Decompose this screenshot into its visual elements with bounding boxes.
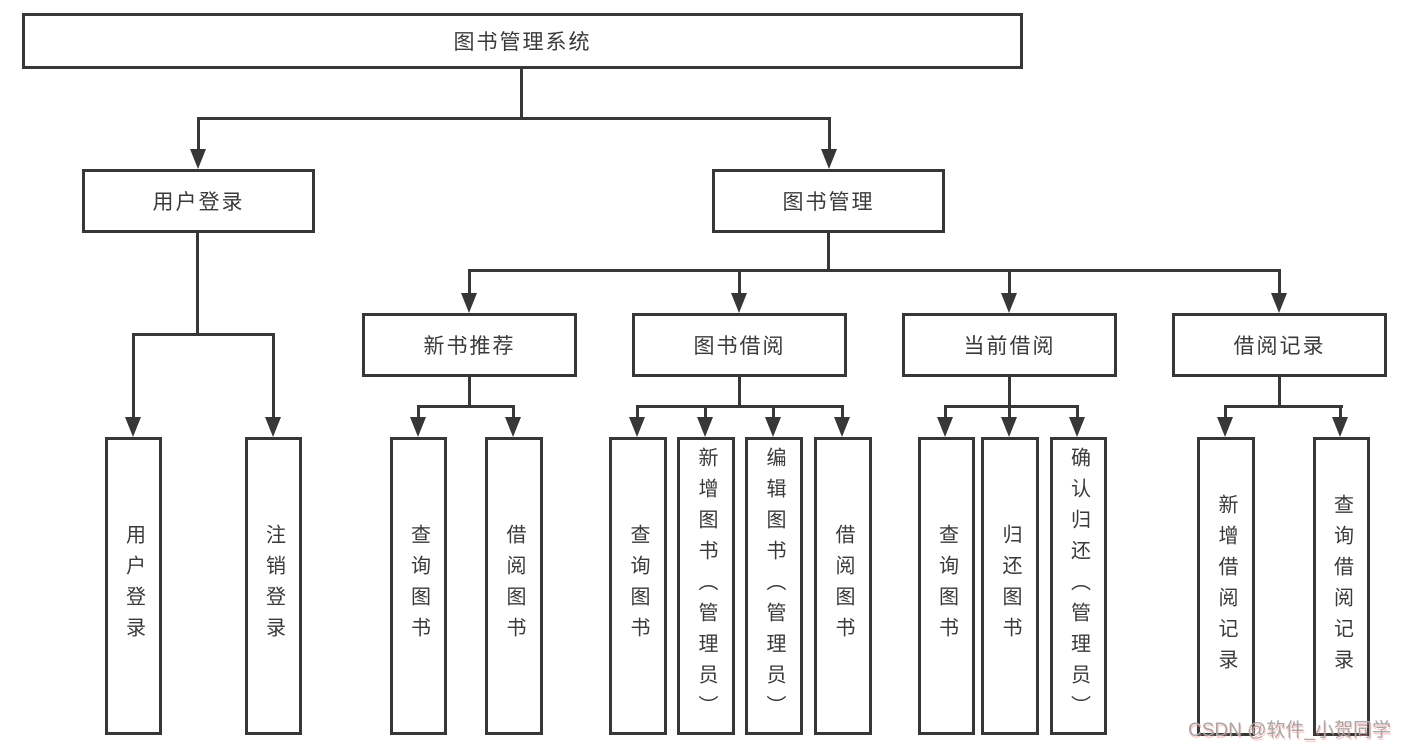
node-label: 用户登录 <box>152 191 245 214</box>
node-leaf-cb-confirm-return-admin: 确认归还（管理员） <box>1050 437 1107 735</box>
connector-newbook-trunk <box>468 377 471 407</box>
connector-mgmt-trunk <box>827 233 830 271</box>
connector-br-trunk <box>1278 377 1281 407</box>
arrow-to-current-borrowing <box>1001 269 1017 313</box>
node-leaf-bb-query-books: 查询图书 <box>609 437 667 735</box>
node-leaf-br-add-record: 新增借阅记录 <box>1197 437 1255 736</box>
arrow-to-cb-query <box>937 405 953 437</box>
node-library-system-root: 图书管理系统 <box>22 13 1023 69</box>
arrow-to-nb-borrow <box>505 405 521 437</box>
arrow-to-borrowing-records <box>1271 269 1287 313</box>
node-label: 借阅图书 <box>832 524 854 648</box>
node-leaf-bb-borrow-books: 借阅图书 <box>814 437 872 735</box>
connector-login-hbar <box>132 333 275 336</box>
connector-cb-hbar <box>945 405 1079 408</box>
node-label: 查询图书 <box>407 524 430 648</box>
node-leaf-user-login: 用户登录 <box>105 437 162 735</box>
node-label: 新书推荐 <box>423 335 516 358</box>
connector-cb-trunk <box>1008 377 1011 407</box>
csdn-watermark: CSDN @软件_小贺同学 <box>1188 720 1391 741</box>
arrow-to-logout-leaf <box>265 333 281 437</box>
node-label: 当前借阅 <box>963 335 1056 358</box>
connector-login-trunk <box>196 233 199 335</box>
node-label: 查询图书 <box>627 524 649 648</box>
arrow-to-bb-edit <box>765 405 781 437</box>
arrow-to-book-borrowing <box>731 269 747 313</box>
node-label: 新增图书（管理员） <box>695 446 717 726</box>
node-label: 图书管理 <box>782 191 875 214</box>
arrow-to-login-leaf <box>125 333 141 437</box>
node-label: 新增借阅记录 <box>1215 493 1237 680</box>
node-label: 图书借阅 <box>693 335 786 358</box>
connector-mgmt-hbar <box>468 269 1281 272</box>
arrow-to-br-add <box>1217 405 1233 437</box>
connector-bb-trunk <box>738 377 741 407</box>
connector-newbook-hbar <box>417 405 515 408</box>
node-leaf-nb-borrow-books: 借阅图书 <box>485 437 543 735</box>
arrow-to-bb-query <box>629 405 645 437</box>
connector-root-hbar <box>197 117 831 120</box>
node-leaf-cb-return-books: 归还图书 <box>981 437 1039 735</box>
node-label: 用户登录 <box>122 524 145 648</box>
connector-root-trunk <box>520 68 523 119</box>
node-leaf-bb-add-books-admin: 新增图书（管理员） <box>677 437 735 735</box>
node-leaf-nb-query-books: 查询图书 <box>390 437 447 735</box>
node-user-login-branch: 用户登录 <box>82 169 315 233</box>
arrow-to-user-login <box>190 117 206 169</box>
connector-bb-hbar <box>637 405 844 408</box>
node-current-borrowing: 当前借阅 <box>902 313 1117 377</box>
arrow-to-bb-borrow <box>834 405 850 437</box>
node-leaf-br-query-record: 查询借阅记录 <box>1313 437 1370 736</box>
node-label: 注销登录 <box>262 524 285 648</box>
node-leaf-bb-edit-books-admin: 编辑图书（管理员） <box>745 437 803 735</box>
arrow-to-new-book <box>461 269 477 313</box>
node-book-management: 图书管理 <box>712 169 945 233</box>
node-label: 查询借阅记录 <box>1330 493 1353 680</box>
node-borrowing-records: 借阅记录 <box>1172 313 1387 377</box>
node-label: 查询图书 <box>935 524 958 648</box>
arrow-to-nb-query <box>410 405 426 437</box>
connector-br-hbar <box>1225 405 1343 408</box>
arrow-to-bb-add <box>697 405 713 437</box>
node-leaf-logout: 注销登录 <box>245 437 302 735</box>
node-label: 编辑图书（管理员） <box>763 446 785 726</box>
node-leaf-cb-query-books: 查询图书 <box>918 437 975 735</box>
arrow-to-br-query <box>1332 405 1348 437</box>
node-label: 归还图书 <box>999 524 1021 648</box>
node-label: 确认归还（管理员） <box>1067 446 1090 726</box>
arrow-to-cb-confirm <box>1069 405 1085 437</box>
node-new-book-recommendation: 新书推荐 <box>362 313 577 377</box>
arrow-to-book-management <box>821 117 837 169</box>
node-book-borrowing: 图书借阅 <box>632 313 847 377</box>
node-label: 借阅图书 <box>503 524 525 648</box>
arrow-to-cb-return <box>1001 405 1017 437</box>
node-label: 图书管理系统 <box>453 31 592 54</box>
node-label: 借阅记录 <box>1233 335 1326 358</box>
